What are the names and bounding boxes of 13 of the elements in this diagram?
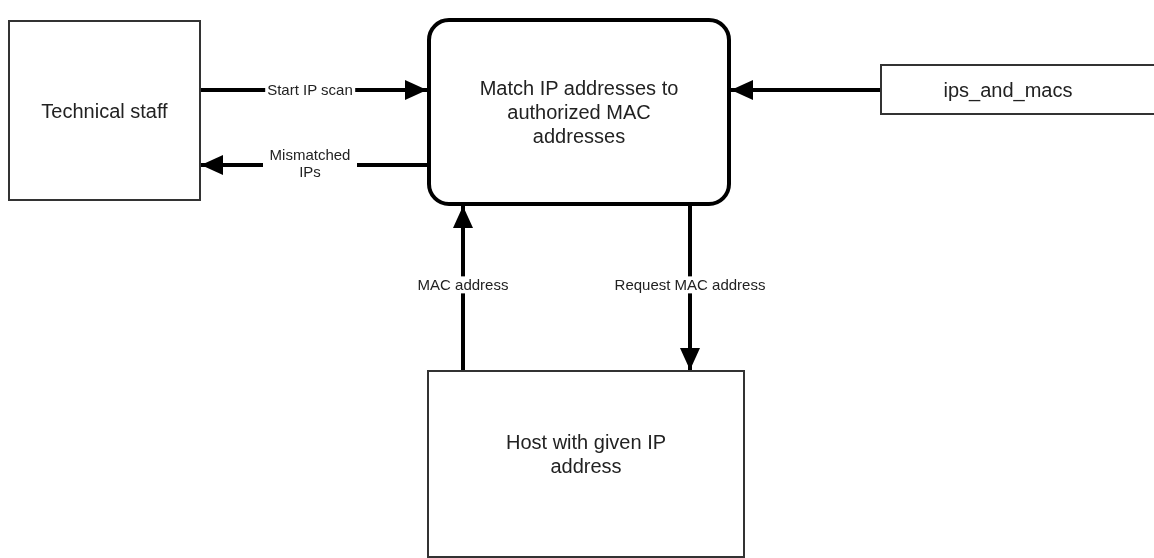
process-box bbox=[427, 18, 731, 206]
arrow bbox=[731, 80, 880, 100]
node-label: Match IP addresses to authorized MAC addresses bbox=[478, 76, 680, 148]
node-label: Technical staff bbox=[41, 98, 168, 123]
data-store bbox=[880, 64, 1154, 115]
actor-box bbox=[8, 20, 201, 201]
arrow bbox=[453, 206, 473, 370]
edge-label: Request MAC address bbox=[612, 276, 768, 294]
arrow bbox=[680, 206, 700, 370]
node-label: ips_and_macs bbox=[943, 77, 1073, 102]
entity-box bbox=[427, 370, 745, 558]
node-label: Host with given IP address bbox=[504, 430, 668, 478]
edge-label: MAC address bbox=[415, 276, 511, 294]
